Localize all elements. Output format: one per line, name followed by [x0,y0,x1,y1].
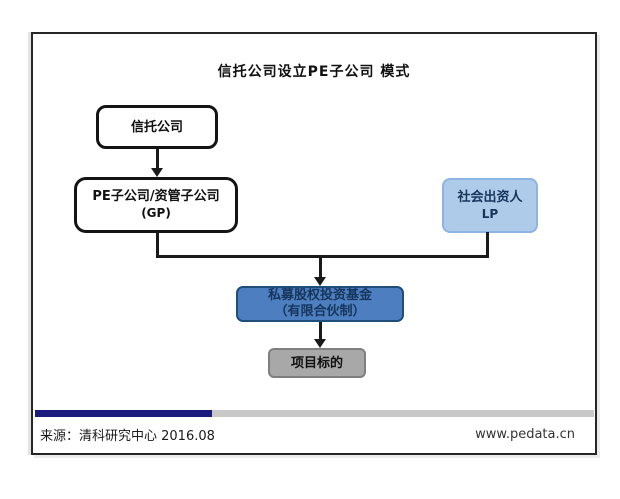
connector-merge-to-fund-arrowhead [314,277,326,286]
node-project-target: 项目标的 [268,348,366,378]
connector-merge-to-fund-line [319,255,322,278]
website-url: www.pedata.cn [475,427,575,442]
node-pe-fund-sublabel: （有限合伙制） [274,304,366,319]
node-pe-fund: 私募股权投资基金 （有限合伙制） [236,286,404,322]
connector-trust-to-pesub-arrowhead [151,168,163,177]
node-pe-subsidiary: PE子公司/资管子公司 (GP) [74,177,238,233]
node-social-investor-label: 社会出资人 [457,189,523,205]
connector-pesub-down-line [156,232,159,258]
connector-lp-down-line [486,232,489,258]
node-social-investor-sublabel: LP [481,206,499,221]
diagram-frame [31,32,597,455]
connector-merge-horizontal-line [156,255,489,258]
node-pe-subsidiary-label: PE子公司/资管子公司 [92,189,220,204]
connector-trust-to-pesub-line [156,149,159,170]
node-trust-company: 信托公司 [96,105,218,149]
node-pe-fund-label: 私募股权投资基金 [267,288,372,303]
connector-fund-to-target-arrowhead [314,339,326,348]
footer-bar-navy-segment [35,410,212,417]
connector-fund-to-target-line [319,322,322,340]
diagram-title: 信托公司设立PE子公司 模式 [217,64,411,80]
source-attribution: 来源：清科研究中心 2016.08 [40,429,215,444]
footer-bar-gray-segment [212,410,594,417]
node-pe-subsidiary-sublabel: (GP) [141,206,171,220]
node-social-investor-lp: 社会出资人 LP [442,178,538,233]
node-project-target-label: 项目标的 [290,355,343,371]
node-trust-company-label: 信托公司 [130,119,183,135]
